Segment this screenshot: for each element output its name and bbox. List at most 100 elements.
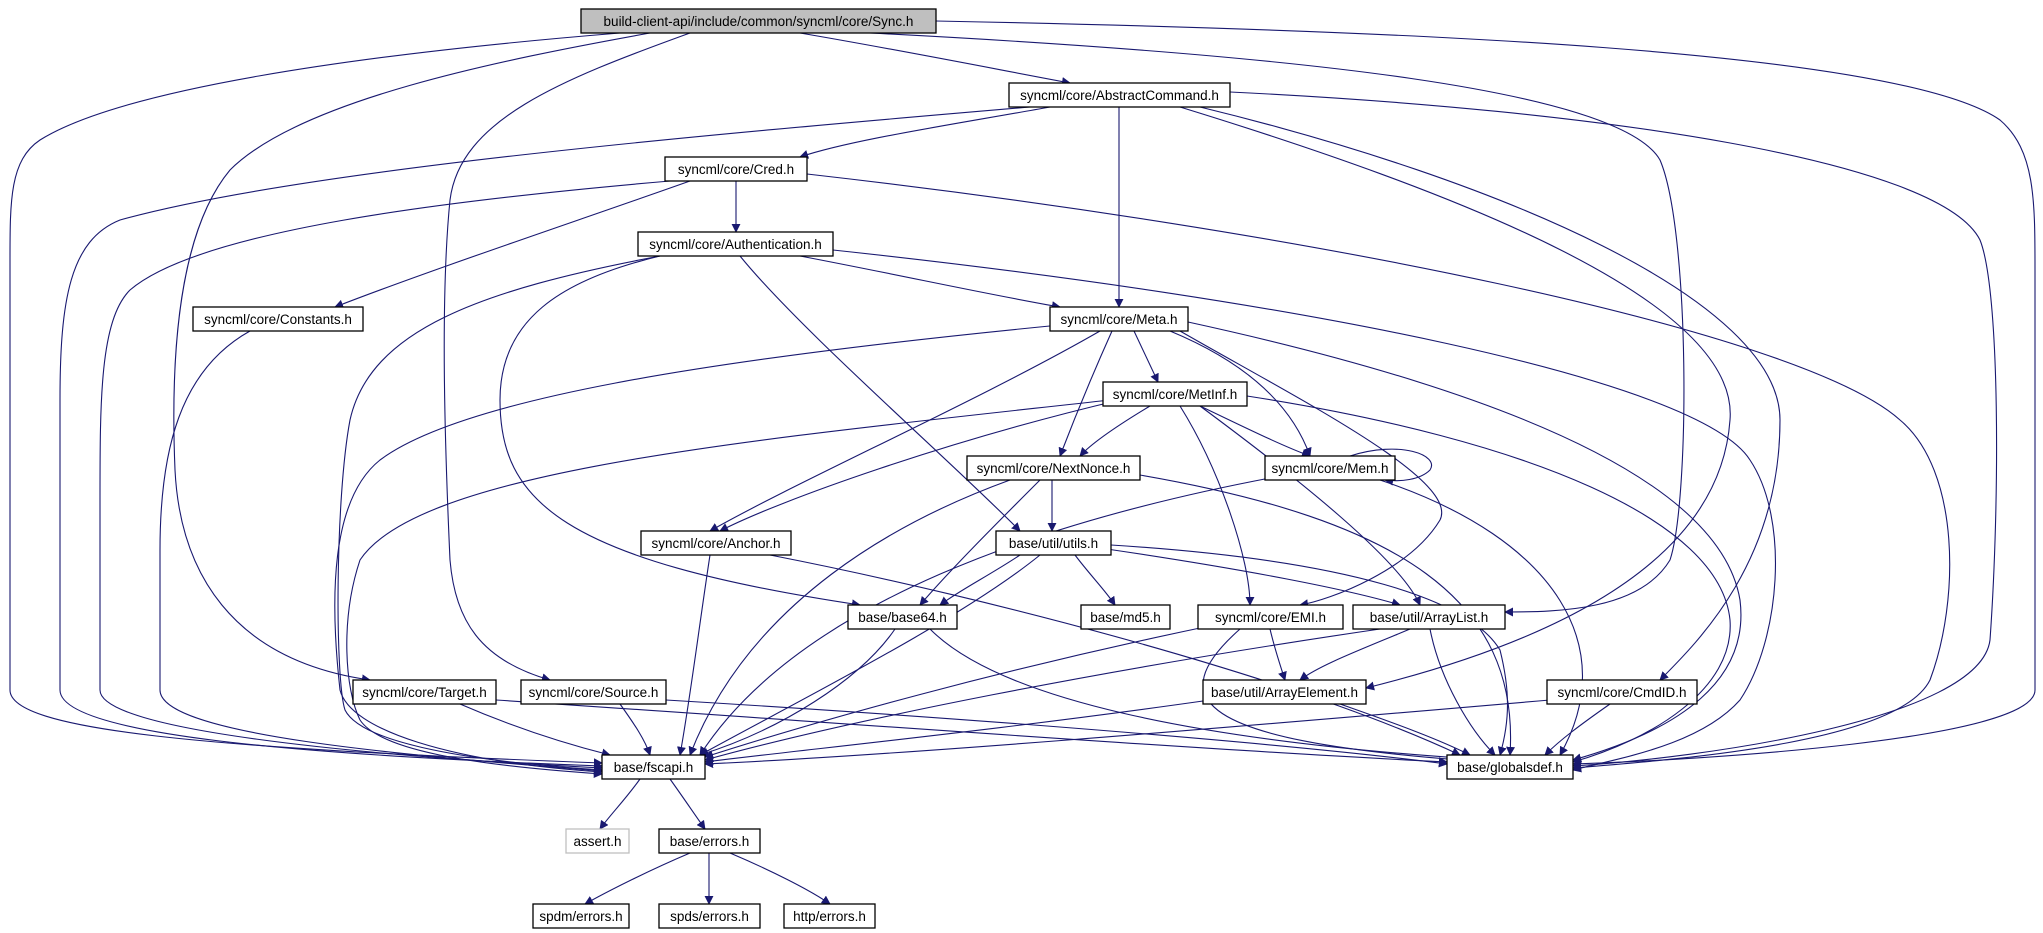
- node-label: syncml/core/Target.h: [362, 685, 487, 700]
- node-sync[interactable]: build-client-api/include/common/syncml/c…: [580, 8, 937, 34]
- edge-meta-nextnonce: [1058, 330, 1113, 457]
- node-box: [580, 8, 937, 34]
- node-box: [1102, 381, 1248, 407]
- node-label: syncml/core/Constants.h: [204, 312, 352, 327]
- node-box: [1264, 455, 1396, 481]
- edge-metinf-fscapi: [346, 399, 1111, 778]
- node-box: [658, 828, 761, 854]
- node-spdmerrors[interactable]: spdm/errors.h: [532, 903, 630, 929]
- node-arrayelement[interactable]: base/util/ArrayElement.h: [1202, 679, 1367, 705]
- node-box: [1197, 604, 1344, 630]
- node-box: [1202, 679, 1367, 705]
- edge-auth-globalsdef: [832, 249, 1776, 773]
- node-label: base/globalsdef.h: [1457, 760, 1563, 775]
- node-utils[interactable]: base/util/utils.h: [995, 530, 1112, 556]
- node-box: [1446, 754, 1574, 780]
- edge-arraylist-arrayelement: [1299, 628, 1411, 681]
- node-label: spds/errors.h: [670, 909, 749, 924]
- node-box: [601, 754, 706, 780]
- node-source[interactable]: syncml/core/Source.h: [520, 679, 667, 705]
- edge-utils-md5: [1074, 554, 1116, 606]
- node-label: base/md5.h: [1090, 610, 1161, 625]
- node-box: [664, 156, 808, 182]
- node-base64[interactable]: base/base64.h: [847, 604, 958, 630]
- node-box: [192, 306, 364, 332]
- edge-utils-fscapi: [699, 554, 1041, 756]
- edge-emi-arrayelement: [1269, 628, 1287, 681]
- edge-nextnonce-globalsdef: [1139, 474, 1516, 756]
- edge-utils-arraylist: [1099, 547, 1401, 607]
- node-fscapi[interactable]: base/fscapi.h: [601, 754, 706, 780]
- edge-mem-mem: [1349, 448, 1433, 486]
- node-meta[interactable]: syncml/core/Meta.h: [1049, 306, 1189, 332]
- edge-target-globalsdef: [495, 699, 1448, 767]
- node-anchor[interactable]: syncml/core/Anchor.h: [640, 530, 792, 556]
- edge-baseerrors-httperrors: [729, 852, 831, 905]
- edge-cred-constants: [334, 180, 691, 309]
- edge-anchor-globalsdef: [769, 554, 1461, 756]
- node-baseerrors[interactable]: base/errors.h: [658, 828, 761, 854]
- node-nextnonce[interactable]: syncml/core/NextNonce.h: [966, 455, 1141, 481]
- node-box: [658, 903, 761, 929]
- edge-sync-abstractcommand: [799, 32, 1071, 86]
- edge-anchor-fscapi: [677, 554, 711, 756]
- edge-meta-fscapi: [334, 324, 1061, 776]
- edge-ac-cmdid: [1199, 106, 1781, 681]
- dependency-edges: [9, 20, 2036, 905]
- edge-arraylist-fscapi: [704, 628, 1381, 763]
- node-metinf[interactable]: syncml/core/MetInf.h: [1102, 381, 1248, 407]
- node-authentication[interactable]: syncml/core/Authentication.h: [637, 231, 834, 257]
- node-label: syncml/core/Mem.h: [1271, 461, 1388, 476]
- node-arraylist[interactable]: base/util/ArrayList.h: [1352, 604, 1506, 630]
- node-box: [966, 455, 1141, 481]
- node-label: base/util/ArrayList.h: [1370, 610, 1489, 625]
- node-box: [565, 828, 630, 854]
- node-cmdid[interactable]: syncml/core/CmdID.h: [1546, 679, 1698, 705]
- edge-auth-meta: [799, 255, 1061, 311]
- edge-meta-anchor: [709, 330, 1101, 532]
- node-globalsdef[interactable]: base/globalsdef.h: [1446, 754, 1574, 780]
- node-httperrors[interactable]: http/errors.h: [783, 903, 876, 929]
- edge-metinf-globalsdef: [1246, 395, 1731, 765]
- node-box: [1008, 82, 1231, 108]
- edge-emi-globalsdef: [1202, 628, 1461, 764]
- node-emi[interactable]: syncml/core/EMI.h: [1197, 604, 1344, 630]
- edge-cred-globalsdef: [806, 173, 1951, 772]
- node-target[interactable]: syncml/core/Target.h: [352, 679, 497, 705]
- node-md5[interactable]: base/md5.h: [1080, 604, 1171, 630]
- edge-sync-globalsdef: [935, 20, 2036, 769]
- edge-mem-fscapi: [699, 477, 1271, 756]
- node-abstractcommand[interactable]: syncml/core/AbstractCommand.h: [1008, 82, 1231, 108]
- node-mem[interactable]: syncml/core/Mem.h: [1264, 455, 1396, 481]
- node-label: syncml/core/Cred.h: [678, 162, 794, 177]
- node-label: syncml/core/NextNonce.h: [977, 461, 1131, 476]
- edge-meta-metinf: [1133, 330, 1159, 383]
- edge-emi-fscapi: [704, 627, 1201, 759]
- edge-sync-target: [173, 32, 651, 684]
- edge-auth-fscapi: [337, 255, 661, 774]
- edge-utils-base64: [939, 554, 1021, 606]
- node-box: [640, 530, 792, 556]
- edge-mem-globalsdef: [1379, 479, 1583, 756]
- edge-auth-utils: [739, 255, 1021, 532]
- node-box: [532, 903, 630, 929]
- node-constants[interactable]: syncml/core/Constants.h: [192, 306, 364, 332]
- edge-fscapi-baseerrors: [669, 778, 706, 830]
- node-label: base/util/utils.h: [1009, 536, 1098, 551]
- edge-sync-source: [443, 32, 691, 683]
- node-label: http/errors.h: [793, 909, 866, 924]
- node-box: [1352, 604, 1506, 630]
- node-label: build-client-api/include/common/syncml/c…: [604, 14, 914, 29]
- node-label: spdm/errors.h: [539, 909, 622, 924]
- node-spdserrors[interactable]: spds/errors.h: [658, 903, 761, 929]
- edge-arrayelement-fscapi: [704, 699, 1211, 766]
- node-label: base/errors.h: [670, 834, 750, 849]
- edge-cmdid-fscapi: [704, 699, 1551, 769]
- node-label: syncml/core/AbstractCommand.h: [1020, 88, 1219, 103]
- node-cred[interactable]: syncml/core/Cred.h: [664, 156, 808, 182]
- node-label: base/util/ArrayElement.h: [1211, 685, 1358, 700]
- node-label: syncml/core/Source.h: [529, 685, 659, 700]
- edge-cmdid-globalsdef: [1544, 703, 1611, 756]
- edge-source-globalsdef: [665, 699, 1448, 768]
- node-box: [783, 903, 876, 929]
